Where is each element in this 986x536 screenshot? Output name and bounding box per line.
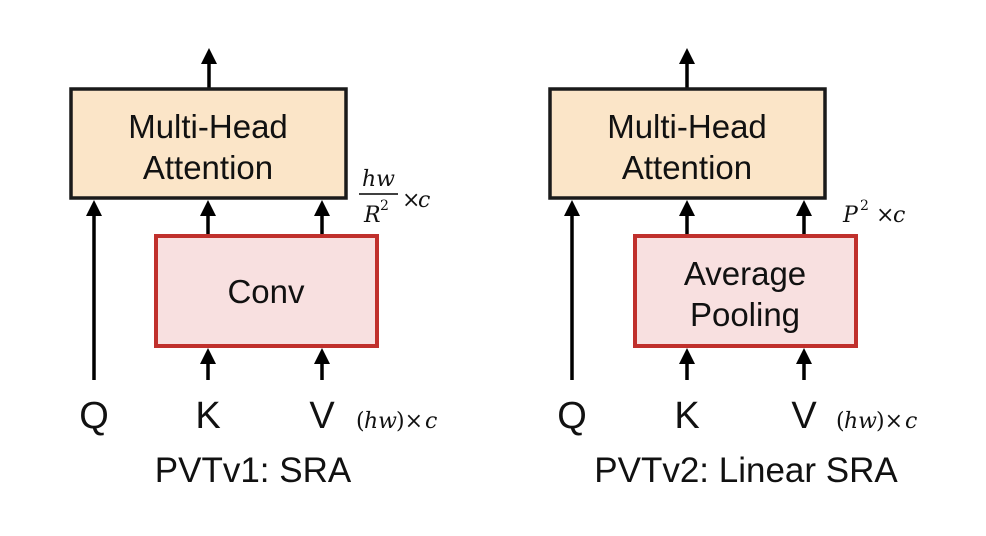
v-input-arrowhead	[314, 348, 330, 364]
q-label: Q	[557, 395, 587, 437]
reduced-shape-numerator: hw	[362, 167, 395, 192]
average-pooling-box	[633, 234, 858, 348]
caption-pvtv1: PVTv1: SRA	[155, 451, 352, 490]
svg-text:×: ×	[876, 203, 894, 228]
reduced-shape-denominator: R	[363, 203, 381, 228]
caption-pvtv2: PVTv2: Linear SRA	[594, 451, 898, 490]
output-arrowhead	[201, 48, 217, 64]
k-reduced-arrowhead	[200, 200, 216, 216]
attention-box	[69, 87, 348, 200]
reduced-shape-annotation: P 2 × c	[842, 198, 905, 228]
v-input-arrowhead	[796, 348, 812, 364]
reduced-shape-c: c	[893, 203, 905, 228]
attention-label-line2: Attention	[143, 149, 273, 186]
input-shape-c: c	[905, 409, 917, 434]
conv-box	[154, 234, 379, 348]
q-arrowhead	[564, 200, 580, 216]
attention-label-line1: Multi-Head	[128, 108, 288, 145]
reduced-shape-base: P	[842, 203, 859, 228]
k-input-arrowhead	[679, 348, 695, 364]
v-reduced-arrowhead	[796, 200, 812, 216]
k-reduced-arrowhead	[679, 200, 695, 216]
reduced-shape-annotation: hw R 2 × c	[359, 167, 430, 228]
conv-label: Conv	[227, 273, 305, 310]
reduced-shape-exponent: 2	[380, 198, 389, 214]
input-shape-annotation: ( hw )× c	[836, 409, 917, 434]
pooling-label-line1: Average	[684, 255, 806, 292]
svg-text:(: (	[356, 409, 365, 434]
v-label: V	[791, 395, 817, 437]
reduced-shape-exponent: 2	[860, 198, 869, 214]
svg-text:(: (	[836, 409, 845, 434]
q-label: Q	[79, 395, 109, 437]
k-label: K	[674, 395, 699, 437]
attention-box	[548, 87, 827, 200]
attention-label-line2: Attention	[622, 149, 752, 186]
q-arrowhead	[86, 200, 102, 216]
pooling-label-line2: Pooling	[690, 296, 800, 333]
k-input-arrowhead	[200, 348, 216, 364]
input-shape-hw: hw	[364, 409, 397, 434]
panel-pvtv1: Multi-Head Attention Conv Q K V ( hw )× …	[69, 48, 437, 490]
svg-text:)×: )×	[396, 409, 423, 434]
output-arrowhead	[679, 48, 695, 64]
k-label: K	[195, 395, 220, 437]
input-shape-c: c	[425, 409, 437, 434]
svg-text:)×: )×	[876, 409, 903, 434]
panel-pvtv2: Multi-Head Attention Average Pooling Q K…	[548, 48, 917, 490]
v-label: V	[309, 395, 335, 437]
reduced-shape-c: c	[418, 188, 430, 213]
svg-text:×: ×	[402, 188, 420, 213]
attention-label-line1: Multi-Head	[607, 108, 767, 145]
input-shape-annotation: ( hw )× c	[356, 409, 437, 434]
input-shape-hw: hw	[844, 409, 877, 434]
v-reduced-arrowhead	[314, 200, 330, 216]
